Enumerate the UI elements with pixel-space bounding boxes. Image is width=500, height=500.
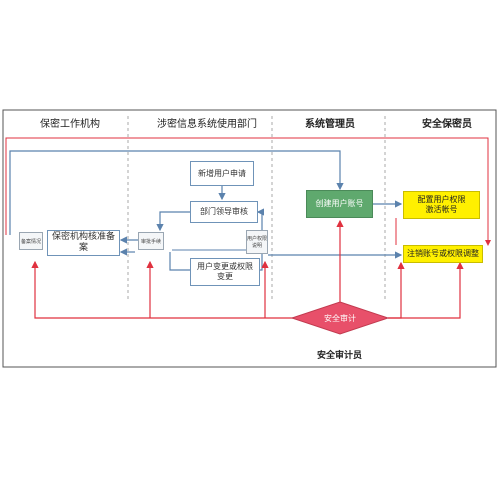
audit-line (31, 260, 295, 319)
doc-label: 说明 (251, 243, 262, 249)
column-header-secadmin: 安全保密员 (422, 119, 472, 130)
audit-line (388, 261, 464, 319)
flow-line (9, 150, 344, 235)
cancel-adjust-box: 注销账号或权限调整 (403, 245, 483, 263)
audit-line (388, 261, 405, 319)
create-account-box: 创建用户账号 (306, 190, 373, 218)
config-permission-box: 配置用户权限 激活帐号 (403, 191, 480, 219)
column-header-dept: 涉密信息系统使用部门 (157, 119, 257, 130)
flow-line (156, 211, 190, 232)
org-approval-box: 保密机构核准备案 (47, 230, 120, 256)
node-label: 部门领导审核 (200, 207, 248, 216)
user-change-box: 用户变更或权限 变更 (190, 258, 260, 286)
security-audit-label: 安全审计 (324, 314, 356, 323)
node-label: 注销账号或权限调整 (407, 249, 479, 258)
record-document: 备案情况 (19, 232, 43, 250)
audit-line (5, 137, 491, 246)
approval-document: 审批手续 (138, 232, 164, 250)
diagram-border (2, 109, 497, 368)
auditor-label: 安全审计员 (317, 351, 363, 361)
node-label: 创建用户账号 (315, 199, 364, 208)
security-audit-diamond (290, 301, 390, 335)
node-label: 变更 (217, 272, 233, 281)
node-label: 新增用户申请 (198, 168, 246, 178)
permission-document: 用户权限 说明 (246, 230, 268, 254)
doc-label: 备案情况 (20, 238, 41, 245)
dept-leader-review-box: 部门领导审核 (190, 201, 258, 223)
column-header-security-org: 保密工作机构 (40, 119, 100, 130)
flow-line (169, 252, 190, 271)
doc-label: 用户权限 (247, 236, 268, 242)
node-label: 配置用户权限 (417, 195, 466, 204)
new-user-request-box: 新增用户申请 (190, 161, 254, 186)
node-label: 激活帐号 (425, 205, 458, 214)
column-header-sysadmin: 系统管理员 (305, 119, 355, 130)
doc-label: 审批手续 (140, 238, 161, 245)
node-label: 保密机构核准备案 (51, 231, 115, 253)
node-label: 用户变更或权限 (197, 262, 253, 271)
